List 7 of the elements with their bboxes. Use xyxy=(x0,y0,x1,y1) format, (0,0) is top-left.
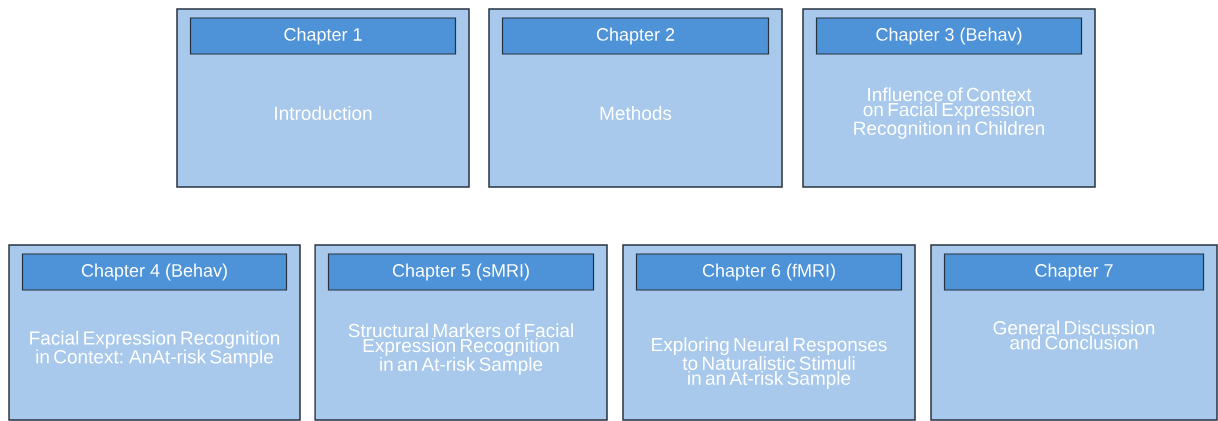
chapter-header: Chapter 4 (Behav) xyxy=(21,253,288,291)
chapter-header: Chapter 5 (sMRI) xyxy=(327,253,595,291)
chapter-header: Chapter 6 (fMRI) xyxy=(635,253,903,291)
chapter-header: Chapter 3 (Behav) xyxy=(815,17,1083,55)
chapter-header: Chapter 2 xyxy=(501,17,770,55)
chapter-header: Chapter 7 xyxy=(943,253,1205,291)
chapter-header: Chapter 1 xyxy=(189,17,457,55)
